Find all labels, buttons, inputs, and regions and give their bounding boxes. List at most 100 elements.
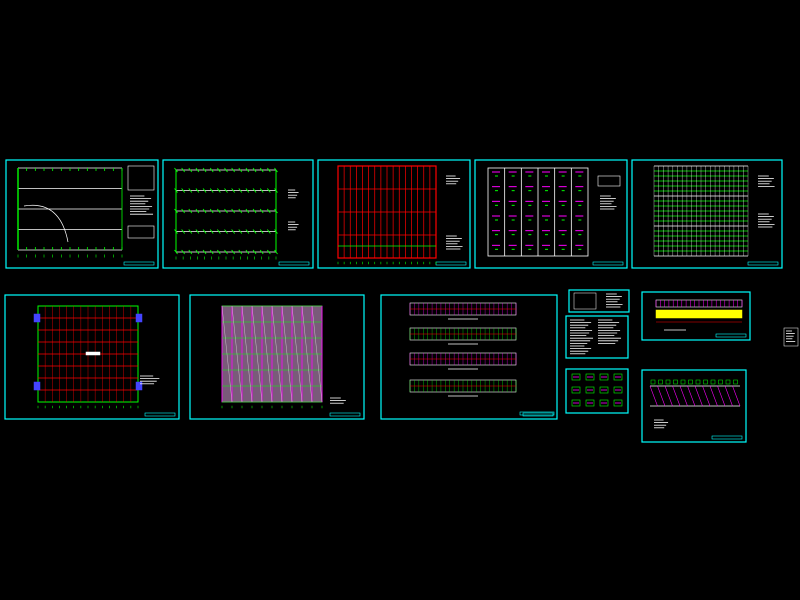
node-mark — [710, 379, 716, 385]
title-block — [278, 261, 310, 266]
column-symbol — [231, 249, 236, 255]
column-symbol — [238, 188, 243, 193]
column-symbol — [266, 229, 271, 234]
column-symbol — [245, 167, 250, 173]
column-symbol — [245, 229, 250, 234]
title-block — [715, 333, 747, 338]
web-diagonal — [717, 385, 726, 407]
web-diagonal — [709, 385, 718, 407]
connection-detail — [599, 373, 609, 381]
column-symbol — [195, 188, 200, 193]
sheet-border — [5, 159, 159, 269]
sheet-border — [568, 289, 630, 313]
web-diagonal — [702, 385, 711, 407]
sheet-plan-dense[interactable] — [631, 159, 783, 269]
title-block — [435, 261, 467, 266]
column-symbol — [216, 188, 221, 193]
diagonal-brace — [241, 305, 253, 403]
highlight-band — [655, 309, 743, 319]
column-symbol — [238, 208, 243, 214]
title-block — [711, 435, 743, 440]
column-symbol — [195, 249, 200, 255]
column-symbol — [259, 229, 264, 234]
web-diagonal — [657, 385, 666, 407]
column-symbol — [202, 249, 207, 255]
legend-box — [127, 165, 155, 191]
column-symbol — [181, 188, 186, 193]
node-mark — [718, 379, 723, 385]
connection-detail — [585, 386, 595, 394]
sheet-border — [162, 159, 314, 269]
sheet-plan-columns[interactable] — [162, 159, 314, 269]
column-symbol — [266, 249, 271, 255]
connection-detail — [599, 386, 609, 394]
sheet-notes-small[interactable] — [568, 289, 630, 313]
sheet-plan-arc[interactable] — [5, 159, 159, 269]
sheet-details[interactable] — [565, 368, 629, 414]
diagonal-brace — [301, 305, 313, 403]
column-symbol — [245, 249, 250, 255]
diagonal-brace — [261, 305, 273, 403]
table-box — [127, 225, 155, 239]
column-symbol — [181, 249, 186, 255]
column-symbol — [195, 229, 200, 234]
column-symbol — [188, 208, 193, 214]
column-symbol — [188, 229, 193, 234]
sheet-border — [189, 294, 365, 420]
column-symbol — [224, 188, 228, 193]
diagonal-brace — [311, 305, 323, 403]
column-symbol — [266, 167, 271, 173]
title-block — [123, 261, 155, 266]
connection-detail — [571, 386, 581, 394]
column-symbol — [209, 249, 214, 255]
column-block — [135, 313, 143, 323]
node-mark — [733, 379, 738, 385]
sheet-plan-bays[interactable] — [474, 159, 628, 269]
column-symbol — [231, 208, 236, 214]
title-block — [522, 412, 554, 417]
web-diagonal — [732, 385, 741, 407]
column-symbol — [188, 167, 193, 173]
diagonal-brace — [251, 305, 263, 403]
column-symbol — [224, 249, 228, 255]
column-symbol — [216, 229, 221, 234]
sheet-roof-bracing[interactable] — [189, 294, 365, 420]
column-symbol — [188, 249, 193, 255]
web-diagonal — [694, 385, 703, 407]
title-block — [329, 412, 361, 417]
title-block — [519, 411, 555, 416]
column-symbol — [266, 188, 271, 193]
column-symbol — [188, 188, 193, 193]
column-symbol — [216, 167, 221, 173]
column-symbol — [266, 208, 271, 214]
sheet-plan-red-grid[interactable] — [317, 159, 471, 269]
diagonal-brace — [281, 305, 293, 403]
column-symbol — [259, 208, 264, 214]
connection-detail — [571, 399, 581, 407]
column-symbol — [224, 167, 228, 173]
sheet-border — [641, 369, 747, 443]
node-mark — [680, 379, 686, 385]
column-symbol — [252, 229, 257, 234]
column-symbol — [245, 208, 250, 214]
column-symbol — [202, 229, 207, 234]
sheet-section-truss[interactable] — [641, 369, 747, 443]
sheet-border — [317, 159, 471, 269]
table-box — [573, 292, 597, 310]
sheet-roof-plan[interactable] — [4, 294, 180, 420]
node-mark — [650, 379, 656, 385]
connection-detail — [571, 373, 581, 381]
column-symbol — [224, 229, 228, 234]
diagonal-brace — [231, 305, 243, 403]
stray-note-block[interactable] — [783, 327, 799, 347]
sheet-elevations[interactable] — [380, 294, 558, 420]
column-symbol — [252, 167, 257, 173]
column-symbol — [202, 208, 207, 214]
sheet-section-yellow[interactable] — [641, 291, 751, 341]
sheet-notes[interactable] — [565, 315, 629, 359]
node-mark — [658, 379, 663, 385]
column-symbol — [216, 208, 221, 214]
node-mark — [695, 379, 701, 385]
